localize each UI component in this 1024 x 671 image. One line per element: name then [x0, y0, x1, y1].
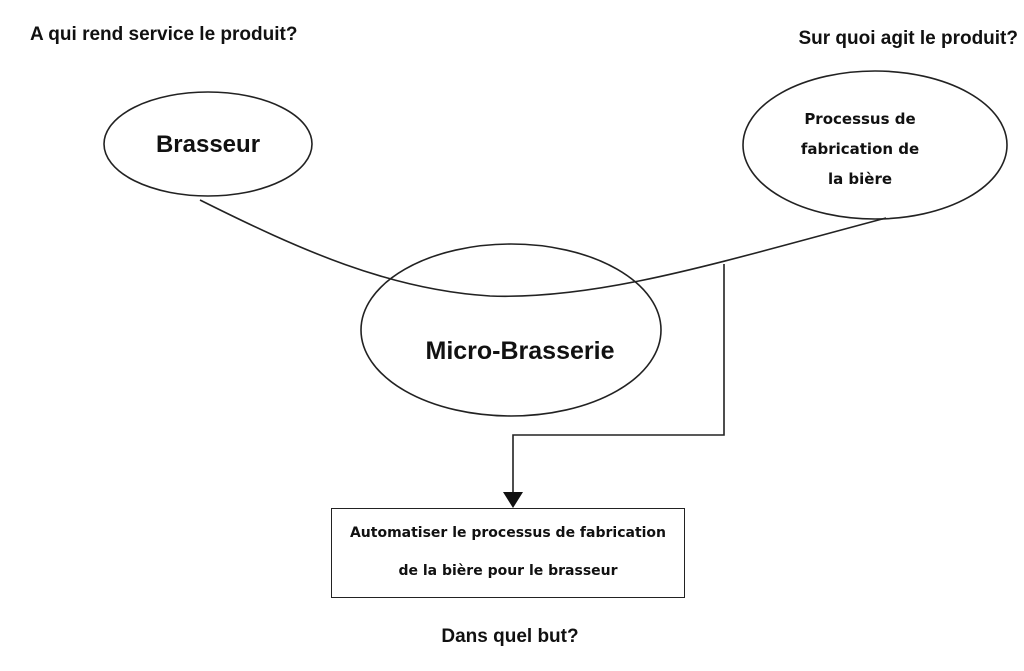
goal-box: Automatiser le processus de fabrication …: [331, 508, 685, 598]
processus-ellipse: [742, 70, 1008, 220]
horn-curve: [199, 199, 887, 298]
goal-line-1: Automatiser le processus de fabrication: [349, 525, 667, 541]
brasseur-label: Brasseur: [155, 131, 261, 158]
processus-line-1: Processus de: [804, 110, 916, 128]
processus-line-3: la bière: [827, 170, 893, 188]
micro-brasserie-ellipse: [360, 243, 662, 417]
brasseur-ellipse: [103, 91, 313, 197]
goal-connector: [512, 264, 725, 494]
goal-arrowhead: [503, 492, 523, 508]
processus-label: Processus de fabrication de la bière: [762, 86, 958, 212]
question-goal-text: Dans quel but?: [441, 626, 579, 647]
goal-line-2: de la bière pour le brasseur: [398, 563, 618, 579]
micro-brasserie-label: Micro-Brasserie: [425, 336, 615, 365]
question-goal: Dans quel but?: [0, 626, 1024, 648]
processus-line-2: fabrication de: [800, 140, 920, 158]
question-user: A qui rend service le produit?: [30, 24, 298, 45]
question-target: Sur quoi agit le produit?: [798, 28, 1018, 49]
